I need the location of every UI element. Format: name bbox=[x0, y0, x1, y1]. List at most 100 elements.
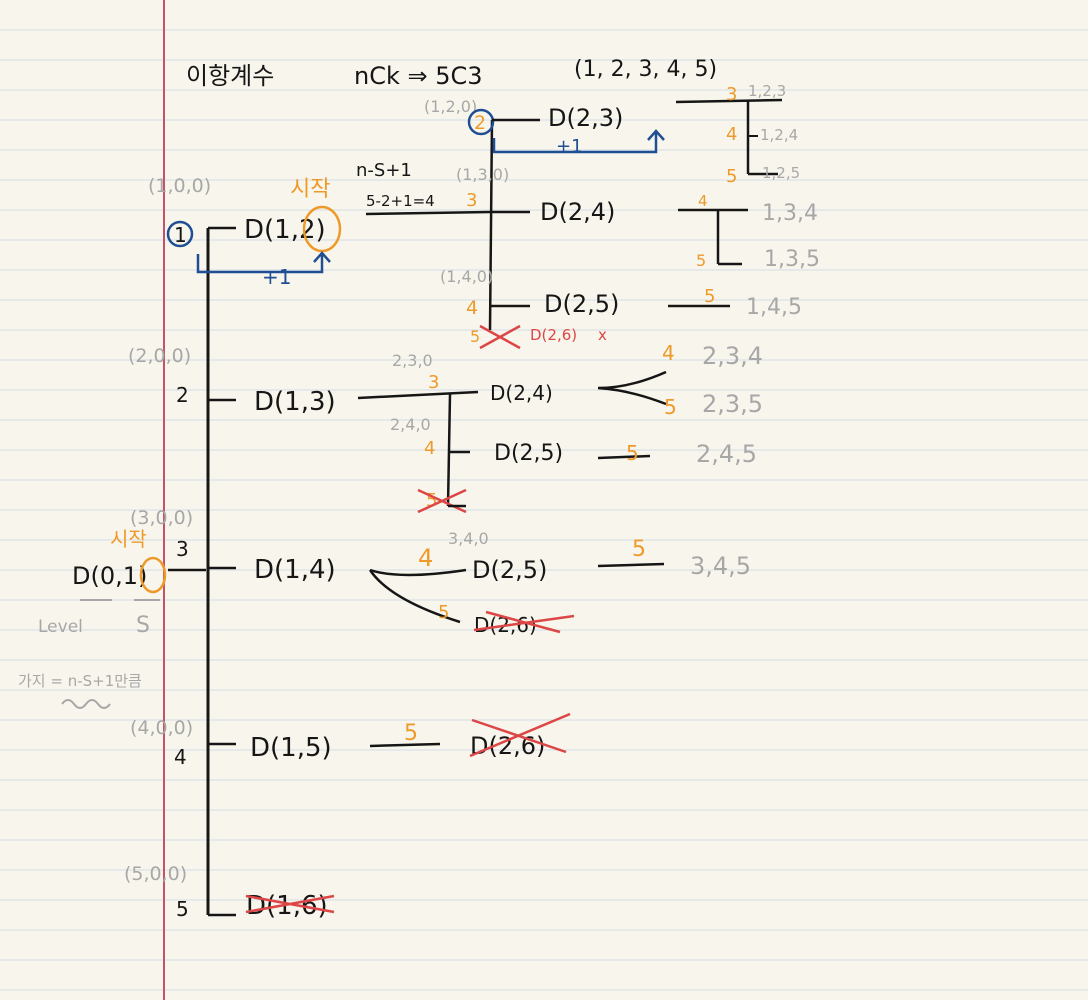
n-s-formula: n-S+1 bbox=[356, 160, 412, 181]
branch1-tuple: (1,4,0) bbox=[440, 267, 493, 286]
level1-item-5: (5,0,0) 5 D(1,6) bbox=[124, 863, 335, 921]
plus-one-arrow bbox=[196, 251, 331, 274]
leaf-edge bbox=[597, 562, 665, 568]
branch2-tuple: 2,3,0 bbox=[392, 351, 433, 370]
branch3-label: D(2,5) bbox=[472, 556, 547, 584]
branch2-item-3: 5 bbox=[417, 488, 467, 514]
branch1-num: 5 bbox=[470, 327, 480, 346]
leaf-note: 3,4,5 bbox=[690, 552, 751, 580]
level1-num: 3 bbox=[176, 537, 189, 561]
fork-branch bbox=[597, 370, 667, 406]
start-note: 시작 bbox=[290, 177, 330, 202]
leaf-num: 4 bbox=[662, 341, 675, 365]
branch1-label: D(2,3) bbox=[548, 104, 623, 132]
leaf-note: 2,3,5 bbox=[702, 390, 763, 418]
branch3-item-2: 5 D(2,6) bbox=[438, 602, 575, 637]
level1-item-4: (4,0,0) 4 D(1,5) bbox=[130, 717, 332, 769]
level1-num: 2 bbox=[176, 383, 189, 407]
branch2-item-1: 2,3,0 3 D(2,4) bbox=[392, 351, 553, 405]
ruled-lines bbox=[0, 29, 1088, 991]
branch1-plus-one: +1 bbox=[556, 136, 583, 157]
branch2-num: 5 bbox=[426, 490, 437, 511]
leaf-note: 1,3,5 bbox=[764, 247, 820, 272]
level1-item-3: (3,0,0) 3 D(1,4) bbox=[130, 507, 336, 585]
branch4-label: D(2,6) bbox=[470, 732, 545, 760]
level1-label: D(1,5) bbox=[250, 733, 332, 763]
level1-tuple: (3,0,0) bbox=[130, 507, 193, 529]
leaf-top-line bbox=[675, 98, 783, 104]
leaf-num: 5 bbox=[632, 537, 646, 562]
branch1-item-1: (1,2,0) 2 D(2,3) +1 bbox=[424, 97, 665, 157]
level1-num: 4 bbox=[174, 745, 187, 769]
prune-cross bbox=[479, 324, 521, 350]
level1-tuple: (5,0,0) bbox=[124, 863, 187, 885]
prune-x: x bbox=[598, 326, 607, 344]
branch4-edge bbox=[369, 742, 441, 748]
level1-tuple: (4,0,0) bbox=[130, 717, 193, 739]
header-set: (1, 2, 3, 4, 5) bbox=[574, 57, 717, 82]
leaf-note: 1,4,5 bbox=[746, 295, 802, 320]
leaf-num: 5 bbox=[626, 441, 639, 465]
branch2-trunk bbox=[446, 393, 452, 507]
leaf-note: 1,2,5 bbox=[762, 164, 800, 182]
plus-one-label: +1 bbox=[262, 265, 291, 289]
level1-num: 5 bbox=[176, 897, 189, 921]
level1-s-circle bbox=[302, 205, 342, 253]
level1-item-2: (2,0,0) 2 D(1,3) bbox=[128, 345, 336, 417]
level-label: Level bbox=[38, 617, 83, 637]
leaf-note: 1,2,4 bbox=[760, 126, 798, 144]
level1-num-circle bbox=[166, 220, 194, 248]
branch1-link bbox=[365, 210, 491, 216]
header-formula: nCk ⇒ 5C3 bbox=[354, 62, 483, 90]
level1-label: D(1,4) bbox=[254, 555, 336, 585]
prune-cross bbox=[417, 488, 467, 514]
level1-label: D(1,6) bbox=[246, 891, 328, 921]
branch1-tuple: (1,2,0) bbox=[424, 97, 477, 116]
branch4-item-1: 5 D(2,6) bbox=[404, 712, 571, 760]
header-title: 이항계수 bbox=[186, 62, 274, 90]
leaf-note: 2,3,4 bbox=[702, 342, 763, 370]
leaf-note: 2,4,5 bbox=[696, 440, 757, 468]
branch1-num: 4 bbox=[466, 297, 478, 319]
branch1-label: D(2,5) bbox=[544, 290, 619, 318]
leaf-num: 4 bbox=[698, 192, 708, 210]
level1-label: D(1,2) bbox=[244, 215, 326, 245]
branch1-tuple: (1,3,0) bbox=[456, 165, 509, 184]
level1-num: 1 bbox=[174, 223, 187, 247]
branch1-item-3: (1,4,0) 4 D(2,5) bbox=[440, 267, 619, 319]
branch1-label: D(2,4) bbox=[540, 198, 615, 226]
branch1-item-2: (1,3,0) 3 D(2,4) bbox=[456, 165, 615, 226]
root-node: D(0,1) bbox=[72, 562, 147, 590]
n-s-calc: 5-2+1=4 bbox=[366, 192, 435, 210]
leaf-num: 3 bbox=[726, 84, 737, 105]
branch1-trunk bbox=[488, 119, 494, 331]
branch1-plus-one-arrow bbox=[492, 129, 665, 154]
branch1-num: 3 bbox=[466, 190, 477, 211]
branch1-num-circle bbox=[467, 108, 495, 136]
leaf-num: 5 bbox=[664, 395, 677, 419]
leaf-num: 5 bbox=[704, 286, 715, 307]
branch3-num: 4 bbox=[418, 544, 433, 572]
branch3-fork bbox=[368, 568, 467, 624]
branch2-num: 3 bbox=[428, 372, 439, 393]
leaf-num: 4 bbox=[726, 124, 737, 145]
branch4-num: 5 bbox=[404, 721, 418, 746]
branch-count-note: 가지 = n-S+1만큼 bbox=[18, 672, 142, 690]
branch2-tuple: 2,4,0 bbox=[390, 415, 431, 434]
leaf-num: 5 bbox=[696, 251, 706, 270]
branch1-item-4: 5 D(2,6) x bbox=[470, 324, 607, 350]
branch3-item-1: 3,4,0 4 D(2,5) bbox=[418, 529, 547, 584]
prune-cross bbox=[245, 894, 335, 914]
branch2-label: D(2,4) bbox=[490, 381, 553, 405]
branch2-num: 4 bbox=[424, 438, 435, 459]
leaf-edge bbox=[597, 454, 651, 460]
level1-item-1: (1,0,0) 1 D(1,2) bbox=[148, 175, 342, 253]
prune-cross bbox=[469, 712, 571, 758]
branch2-link bbox=[357, 390, 479, 400]
level1-tuple: (2,0,0) bbox=[128, 345, 191, 367]
branch3-tuple: 3,4,0 bbox=[448, 529, 489, 548]
level1-label: D(1,3) bbox=[254, 387, 336, 417]
branch-note-squiggle bbox=[61, 699, 111, 709]
prune-cross bbox=[473, 610, 575, 634]
